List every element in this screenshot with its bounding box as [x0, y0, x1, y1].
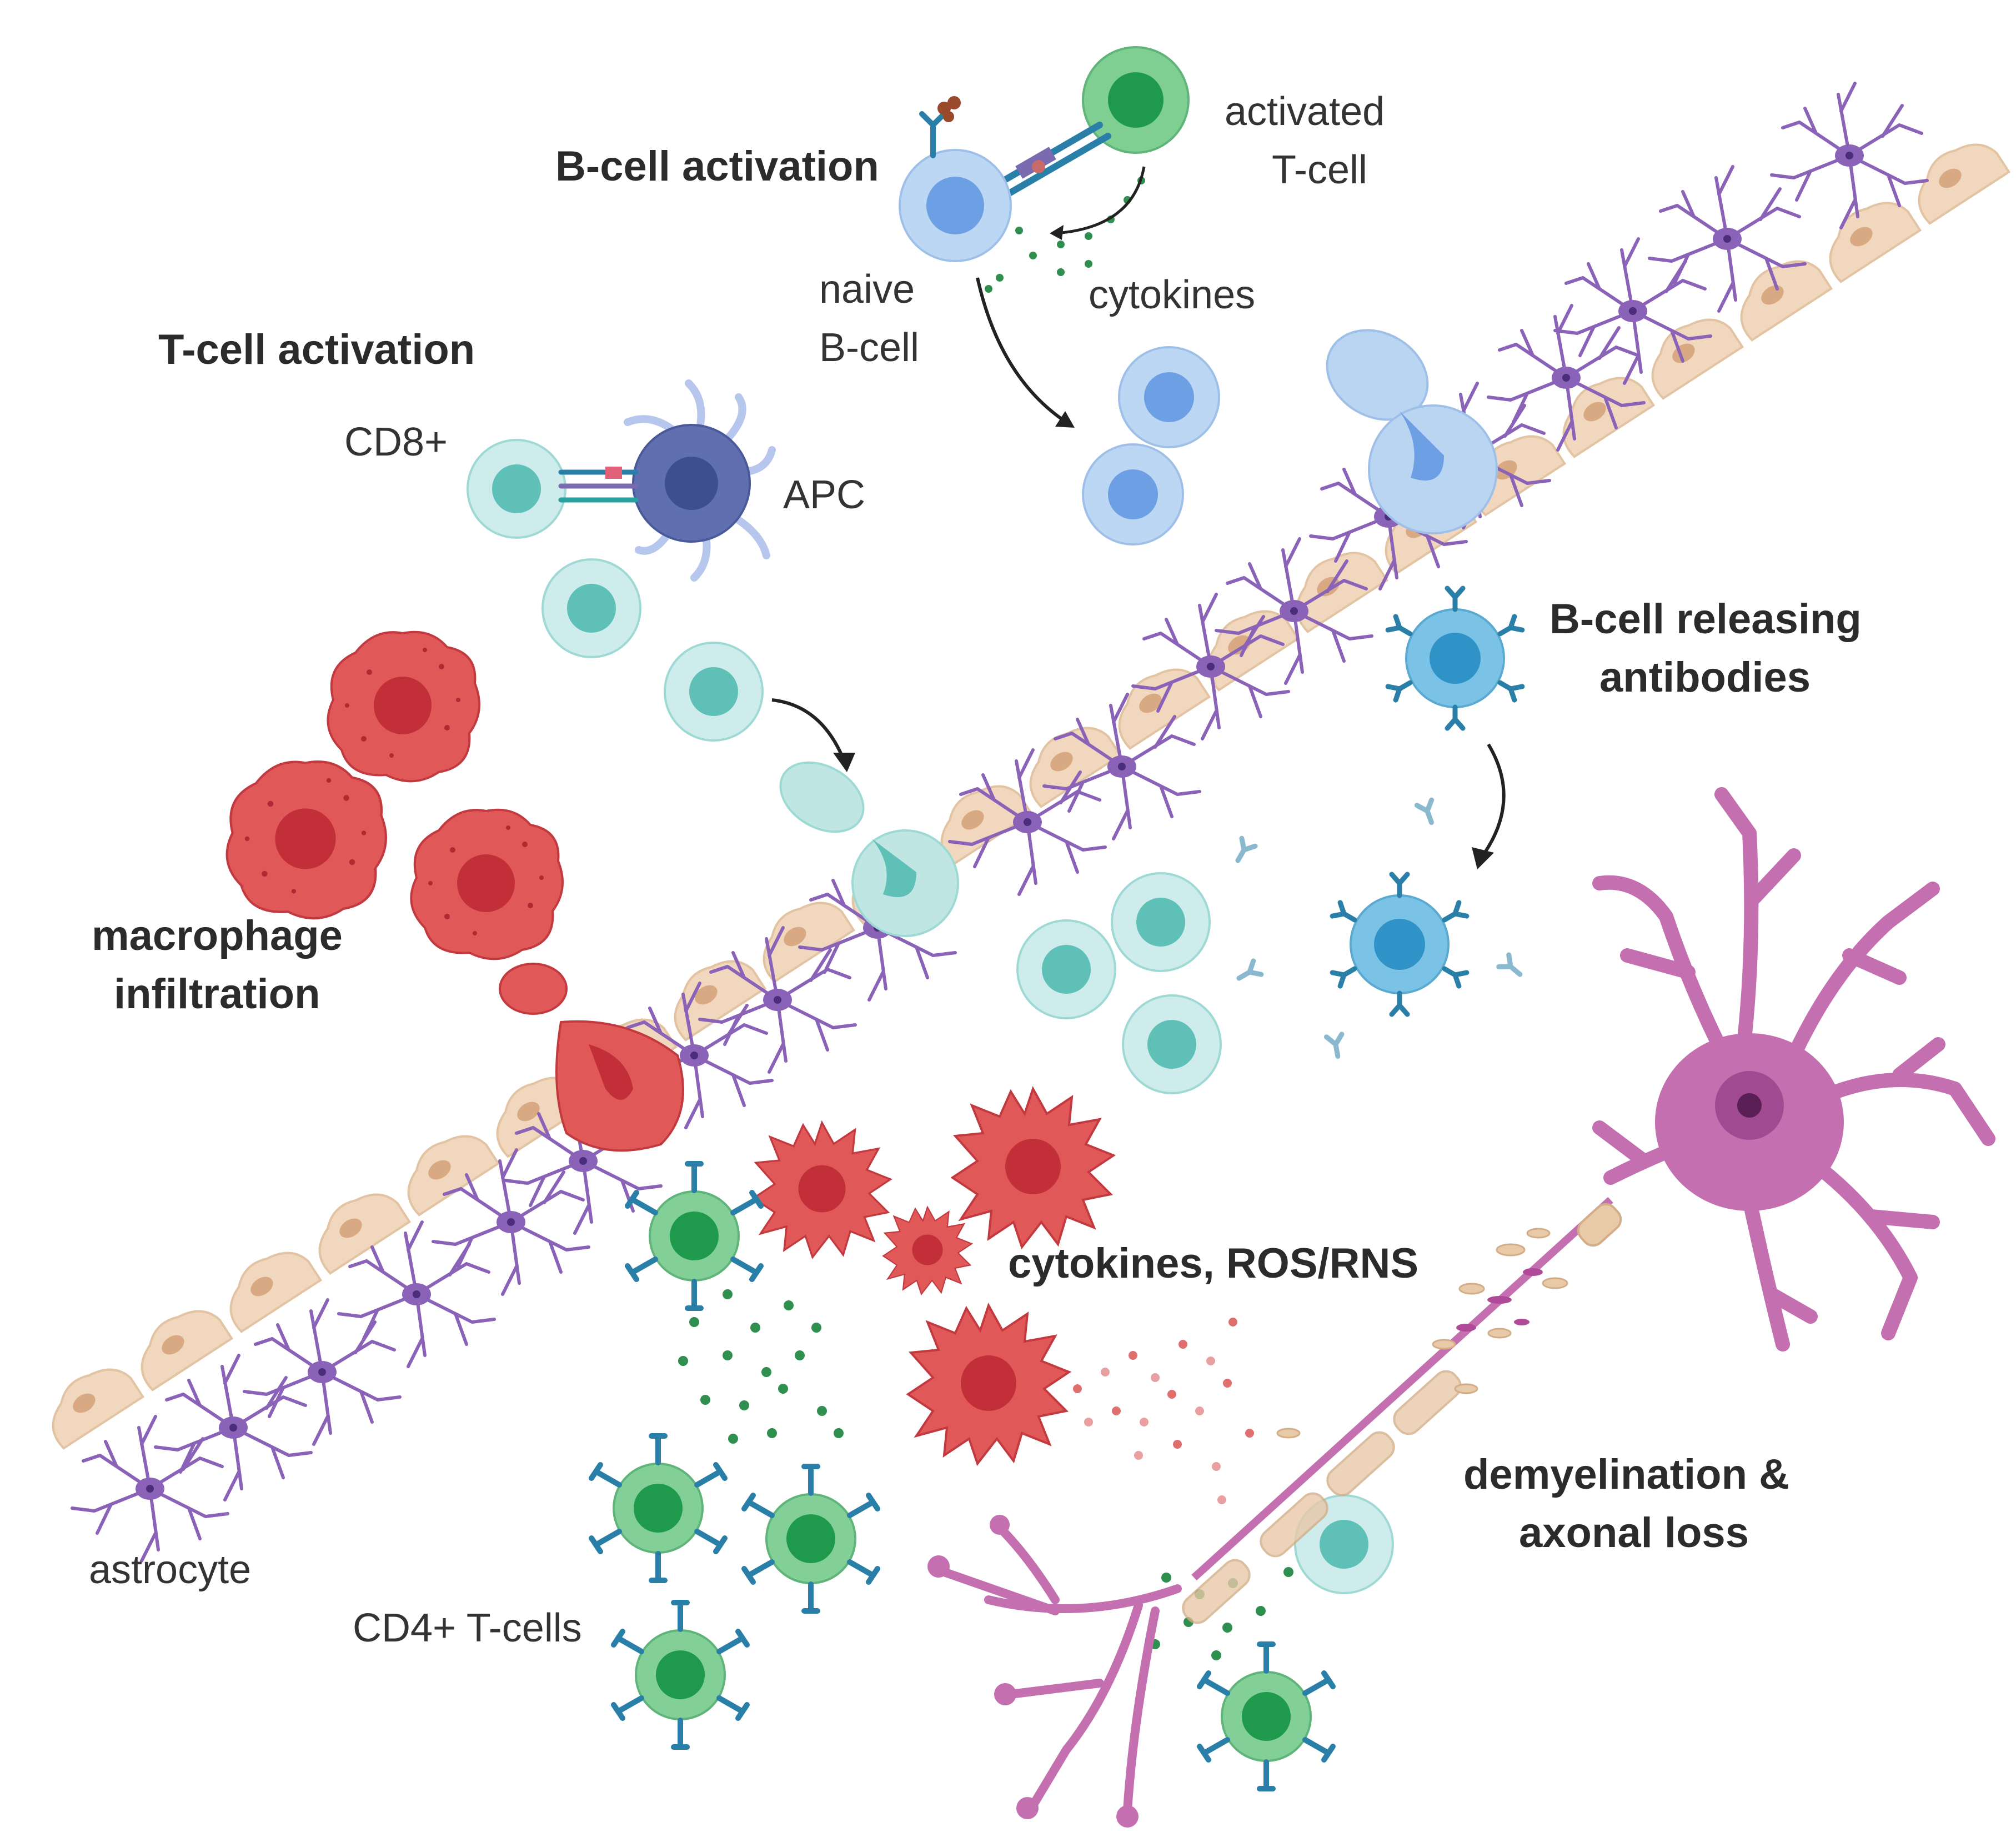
label-axonal-loss: axonal loss: [1519, 1509, 1749, 1556]
label-astrocyte: astrocyte: [89, 1548, 251, 1592]
cd8-t-cell: [1016, 919, 1116, 1019]
label-infiltration: infiltration: [114, 970, 320, 1018]
transmigrating-b-cell: [1326, 329, 1498, 534]
label-naive-b-cell: naive: [819, 267, 915, 312]
cd8-t-cell: [467, 439, 566, 539]
cd4-t-cell: [744, 1466, 877, 1611]
cd8-t-cell: [1122, 994, 1222, 1094]
naive-b-cell: [1082, 443, 1184, 545]
label-cytokines-top: cytokines: [1089, 273, 1255, 317]
ros-rns-dots: [1073, 1318, 1254, 1504]
b-cell-migration-arrow: [976, 277, 1067, 424]
apc-cell: [624, 379, 776, 582]
cd4-t-cell: [614, 1603, 747, 1747]
plasma-b-cell: [1332, 874, 1467, 1014]
transmigrating-t-cell: [779, 761, 959, 937]
activated-macrophage: [753, 1122, 891, 1258]
label-t-cell-activation: T-cell activation: [158, 326, 475, 373]
plasma-arrow: [1481, 743, 1506, 857]
label-apc: APC: [783, 473, 865, 517]
t-cell-migration-arrow: [771, 698, 846, 762]
antigen-icon: [937, 96, 961, 122]
activated-macrophage: [907, 1304, 1070, 1465]
cd4-t-cell: [591, 1436, 725, 1580]
neuron-dendrite-bottom: [927, 1515, 1182, 1828]
label-antibodies: antibodies: [1599, 654, 1811, 701]
label-cytokines-ros: cytokines, ROS/RNS: [1008, 1240, 1418, 1287]
plasma-b-cell: [1388, 588, 1522, 728]
label-b-cell-releasing: B-cell releasing: [1549, 595, 1862, 643]
label-activated-t-cell-2: T-cell: [1272, 148, 1367, 192]
cd8-t-cell: [1111, 872, 1211, 972]
axon-myelin: [1182, 1197, 1622, 1624]
label-naive-b-cell-2: B-cell: [819, 326, 919, 370]
label-activated-t-cell: activated: [1225, 89, 1385, 134]
t-cell-activation-group: [467, 379, 855, 772]
activated-macrophage: [951, 1088, 1115, 1248]
label-macrophage: macrophage: [92, 912, 343, 959]
label-cd8: CD8+: [344, 420, 448, 464]
label-cd4-t-cells: CD4+ T-cells: [353, 1606, 582, 1650]
label-demyelination: demyelination &: [1463, 1451, 1789, 1498]
macrophage: [327, 630, 480, 783]
macrophage: [227, 762, 386, 918]
cytokine-arrow: [1055, 166, 1146, 235]
cytokine-dots-cd4: [678, 1289, 1293, 1660]
macrophage: [410, 808, 564, 960]
transmigrating-macrophage: [499, 963, 684, 1152]
label-b-cell-activation: B-cell activation: [555, 143, 879, 190]
b-cell-activation-group: [899, 46, 1190, 428]
activated-macrophage: [882, 1206, 972, 1295]
naive-b-cell: [1118, 346, 1220, 448]
neuron: [1592, 787, 1995, 1352]
cd4-t-cell: [1200, 1644, 1333, 1789]
cd4-t-cell: [628, 1164, 761, 1308]
